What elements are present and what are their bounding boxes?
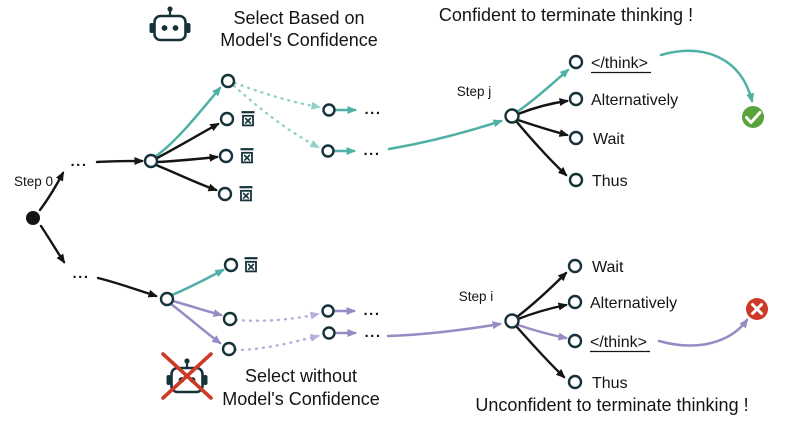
edge-bottomfan-3 [169,302,222,345]
tree-node [219,111,235,127]
tree-node [217,186,233,202]
discard-icon [238,186,254,202]
token-wait-top: Wait [593,131,625,148]
select-without-caption-line1: Select without [245,366,357,386]
token-thus-top: Thus [592,173,628,190]
discard-icon [243,257,259,273]
edges-purple-dotted [233,311,320,352]
tree-node [322,103,336,117]
edge-rollout-top2 [232,84,320,149]
tree-node [567,333,583,349]
edge-dots-to-branch-bottom [96,276,158,298]
ellipsis: ... [70,153,87,170]
discard-icon [240,111,256,127]
tree-node [567,294,583,310]
stepi-node [504,313,520,329]
token-thus-bottom: Thus [592,375,628,392]
stepj-node [504,108,520,124]
edges-black [38,98,569,379]
edge-stepi-think [516,323,568,341]
edge-topfan-2 [155,122,220,160]
confident-caption: Confident to terminate thinking ! [439,5,693,25]
token-think-bottom: </think> [590,334,647,351]
edge-stepi-alternatively [516,302,568,321]
discard-icon [239,148,255,164]
tree-node [220,73,236,89]
tree-node [143,153,159,169]
cross-circle-icon [746,298,768,320]
edge-to-stepi [386,321,502,338]
edge-rollout-bottom1 [234,311,320,322]
edge-rollout-top1 [233,81,321,110]
tree-node [223,257,239,273]
token-alternatively-top: Alternatively [591,92,678,109]
edge-stepi-thus [514,324,566,379]
tree-node [568,172,584,188]
select-with-caption-line1: Select Based on [233,8,364,28]
edge-root-to-bottom [39,224,66,264]
edge-stepj-wait [516,118,569,137]
edges-teal-dotted [232,81,321,149]
edge-root-to-top [38,171,65,212]
edge-stepi-wait [515,271,568,319]
step0-label: Step 0 [14,174,53,189]
select-without-caption-line2: Model's Confidence [222,389,380,409]
tree-node [568,54,584,70]
ellipsis: ... [364,101,381,118]
token-think-top: </think> [591,55,648,72]
tree-node [567,374,583,390]
tree-node [159,291,175,307]
edge-bottomfan-confident [170,268,225,297]
tree-node [568,91,584,107]
ellipsis: ... [363,142,380,159]
edge-topfan-3 [156,153,219,164]
token-wait-bottom: Wait [592,259,624,276]
select-with-caption-line2: Model's Confidence [220,30,378,50]
edge-stepj-think [515,68,570,114]
edge-stepj-alternatively [516,98,569,116]
edges-purple [169,299,749,347]
edge-bottomfan-2 [171,299,223,317]
edge-dots-to-branch-top [95,157,144,166]
ellipsis: ... [363,302,380,319]
stepj-label: Step j [457,84,492,99]
stepi-label: Step i [459,289,494,304]
robot-crossed-icon [161,352,213,400]
ellipsis: ... [364,324,381,341]
tree-node [218,148,234,164]
token-alternatively-bottom: Alternatively [590,295,677,312]
tree-node [221,341,237,357]
tree-nodes [143,54,584,390]
unconfident-caption: Unconfident to terminate thinking ! [475,395,748,415]
edge-topfan-4 [154,163,218,192]
tree-node [567,258,583,274]
robot-icon [149,6,191,42]
edge-topfan-selected [154,86,222,158]
tree-node [222,311,238,327]
edge-stepj-thus [514,119,568,177]
edge-think-to-cross [657,318,749,347]
edge-to-stepj [387,119,503,151]
edge-think-to-check [659,49,755,103]
tree-node [321,144,335,158]
root-node [26,211,40,225]
edges-teal [154,49,755,297]
tree-node [322,326,336,340]
check-circle-icon [742,106,764,128]
edge-rollout-bottom2 [233,333,320,352]
tree-node [568,130,584,146]
tree-node [321,304,335,318]
ellipsis: ... [72,265,89,282]
